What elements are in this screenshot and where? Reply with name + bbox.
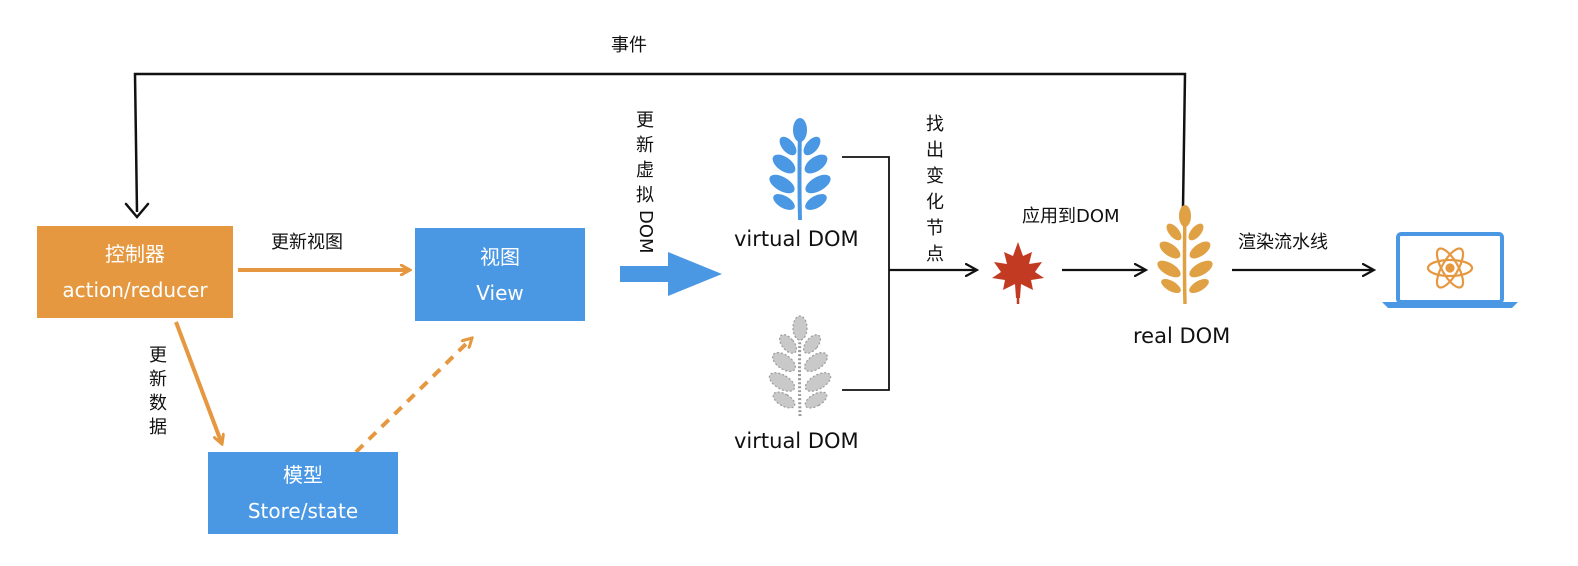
model-box: 模型 Store/state — [208, 452, 398, 534]
model-subtitle: Store/state — [247, 499, 359, 523]
view-title: 视图 — [480, 244, 520, 269]
controller-title: 控制器 — [105, 242, 165, 266]
virtual-dom-new-label: virtual DOM — [734, 227, 859, 251]
render-pipeline-label: 渲染流水线 — [1238, 232, 1328, 253]
model-to-view-dashed-arrow — [354, 338, 472, 454]
view-subtitle: View — [476, 280, 524, 305]
event-feedback-line — [133, 72, 1187, 213]
event-arrowhead — [124, 202, 150, 219]
find-changes-label: 找出变化节点 — [926, 114, 944, 265]
red-maple-leaf-icon — [992, 242, 1044, 304]
update-virtual-dom-arrow — [620, 252, 722, 296]
update-data-arrow — [174, 321, 222, 444]
controller-subtitle: action/reducer — [62, 278, 208, 302]
update-virtual-dom-label: 更新虚拟 DOM — [633, 108, 657, 254]
controller-box: 控制器 action/reducer — [37, 226, 233, 318]
update-view-label: 更新视图 — [271, 232, 343, 253]
event-label: 事件 — [611, 35, 647, 56]
real-dom-label: real DOM — [1133, 324, 1231, 348]
update-virtual-dom-label-cn: 更新虚拟 — [636, 110, 654, 206]
view-box: 视图 View — [415, 228, 585, 321]
blue-tree-icon — [769, 118, 831, 221]
virtual-dom-old-label: virtual DOM — [734, 429, 859, 453]
diff-bracket — [842, 156, 890, 391]
update-virtual-dom-label-dom: DOM — [635, 210, 656, 254]
laptop-react-icon — [1382, 232, 1518, 308]
model-title: 模型 — [283, 463, 323, 487]
update-data-label: 更新数据 — [149, 345, 167, 438]
apply-to-dom-label: 应用到DOM — [1022, 206, 1120, 227]
grey-tree-icon — [768, 315, 832, 417]
orange-tree-icon — [1157, 205, 1213, 305]
